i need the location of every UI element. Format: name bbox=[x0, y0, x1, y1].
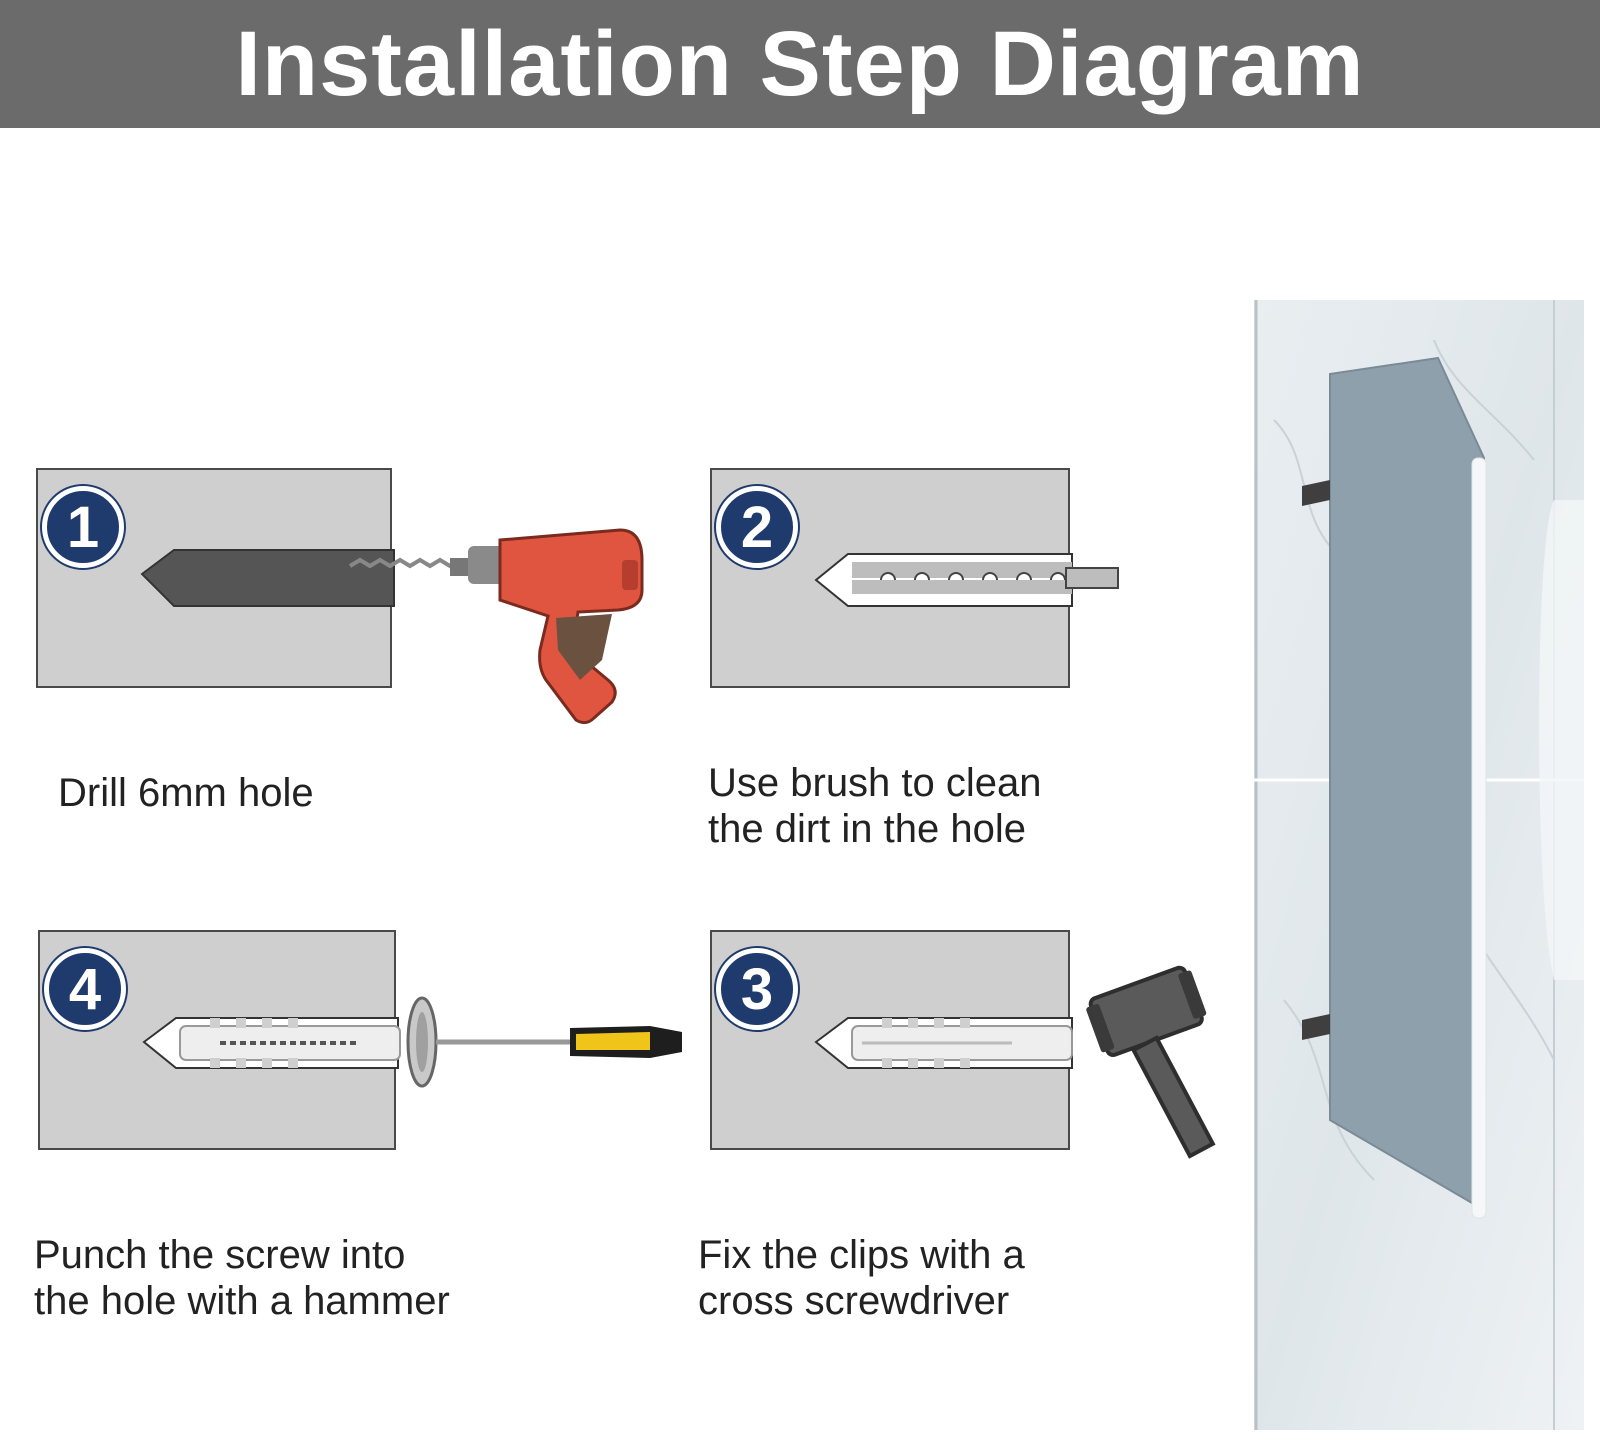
installed-partition-illustration bbox=[1254, 300, 1584, 1430]
cleaned-hole-graphic bbox=[814, 553, 1073, 607]
step-2-panel: 2 bbox=[710, 468, 1073, 688]
step-2-caption: Use brush to clean the dirt in the hole bbox=[708, 761, 1042, 851]
anchor-inserted-graphic bbox=[814, 1017, 1073, 1069]
step-3-badge: 3 bbox=[716, 948, 798, 1030]
anchor-with-screw-graphic bbox=[142, 1017, 401, 1069]
step-3-caption: Fix the clips with a cross screwdriver bbox=[698, 1233, 1025, 1323]
step-4-panel: 4 bbox=[38, 930, 401, 1150]
step-1-badge: 1 bbox=[42, 486, 124, 568]
step-1-caption: Drill 6mm hole bbox=[58, 771, 314, 815]
brush-icon bbox=[1065, 567, 1119, 589]
drilled-hole-graphic bbox=[140, 549, 395, 607]
step-3-panel: 3 bbox=[710, 930, 1073, 1150]
header-bar: Installation Step Diagram bbox=[0, 0, 1600, 128]
page-title: Installation Step Diagram bbox=[235, 12, 1365, 115]
step-1-panel: 1 bbox=[36, 468, 395, 688]
step-2-badge: 2 bbox=[716, 486, 798, 568]
hammer-icon bbox=[1086, 965, 1216, 1159]
screwdriver-icon bbox=[406, 996, 682, 1088]
step-4-caption: Punch the screw into the hole with a ham… bbox=[34, 1233, 450, 1323]
step-4-badge: 4 bbox=[44, 948, 126, 1030]
drill-icon bbox=[348, 528, 644, 725]
